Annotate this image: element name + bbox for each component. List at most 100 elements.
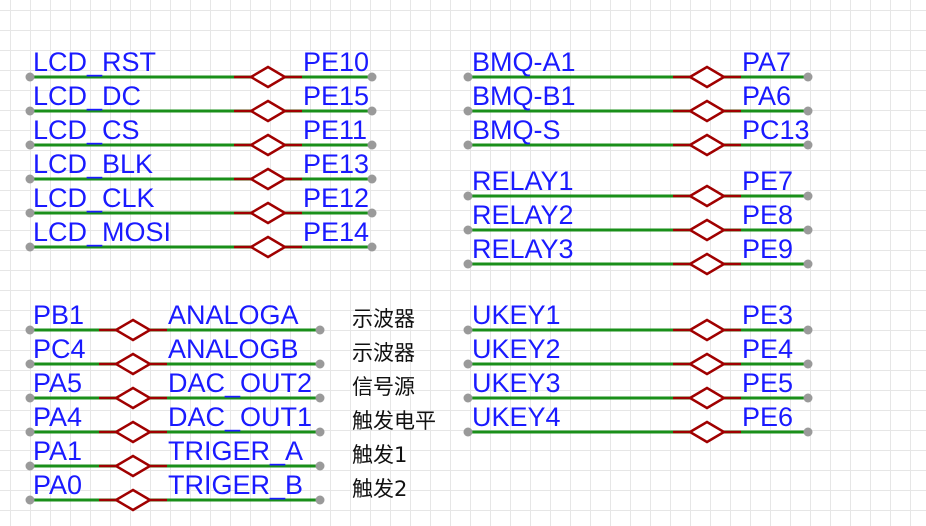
pin-end-left[interactable]: [25, 359, 35, 369]
pin-end-right[interactable]: [803, 191, 813, 201]
pin-end-left[interactable]: [25, 242, 35, 252]
net-port-diamond-icon[interactable]: [113, 488, 153, 512]
net-label-right: PA7: [742, 47, 791, 77]
pin-end-right[interactable]: [803, 259, 813, 269]
pin-end-right[interactable]: [367, 242, 377, 252]
net-port-diamond-icon[interactable]: [248, 99, 288, 123]
net-port-diamond-icon[interactable]: [687, 318, 727, 342]
pin-end-left[interactable]: [25, 325, 35, 335]
net-note: 示波器: [352, 341, 415, 365]
pin-end-right[interactable]: [315, 325, 325, 335]
net-label-right: PE14: [303, 217, 369, 247]
pin-end-left[interactable]: [463, 325, 473, 335]
pin-end-right[interactable]: [367, 208, 377, 218]
net-port-diamond-icon[interactable]: [248, 235, 288, 259]
net-label-right: PE10: [303, 47, 369, 77]
pin-end-right[interactable]: [803, 225, 813, 235]
net-label-right: PE3: [742, 300, 793, 330]
pin-end-right[interactable]: [315, 359, 325, 369]
pin-end-left[interactable]: [25, 140, 35, 150]
pin-end-left[interactable]: [25, 72, 35, 82]
pin-end-left[interactable]: [463, 191, 473, 201]
net-port-diamond-icon[interactable]: [113, 386, 153, 410]
pin-end-left[interactable]: [463, 106, 473, 116]
pin-end-right[interactable]: [367, 174, 377, 184]
pin-end-right[interactable]: [803, 393, 813, 403]
net-label-left: BMQ-S: [472, 115, 561, 145]
net-port-diamond-icon[interactable]: [687, 133, 727, 157]
net-label-left: BMQ-B1: [472, 81, 576, 111]
net-label-left: PA0: [33, 470, 82, 500]
pin-end-right[interactable]: [803, 325, 813, 335]
pin-end-left[interactable]: [463, 259, 473, 269]
pin-end-left[interactable]: [25, 461, 35, 471]
pin-end-right[interactable]: [315, 427, 325, 437]
net-port-diamond-icon[interactable]: [687, 420, 727, 444]
pin-end-left[interactable]: [463, 359, 473, 369]
pin-end-left[interactable]: [463, 72, 473, 82]
net-label-left: RELAY1: [472, 166, 574, 196]
pin-end-right[interactable]: [367, 106, 377, 116]
net-port-diamond-icon[interactable]: [248, 167, 288, 191]
pin-end-right[interactable]: [803, 140, 813, 150]
net-port-diamond-icon[interactable]: [113, 318, 153, 342]
pin-end-left[interactable]: [463, 225, 473, 235]
net-label-left: RELAY2: [472, 200, 574, 230]
net-label-left: LCD_CLK: [33, 183, 155, 213]
net-label-left: PA4: [33, 402, 82, 432]
net-port-diamond-icon[interactable]: [248, 65, 288, 89]
pin-end-right[interactable]: [803, 427, 813, 437]
net-port-diamond-icon[interactable]: [113, 420, 153, 444]
net-port-diamond-icon[interactable]: [113, 352, 153, 376]
net-port-diamond-icon[interactable]: [687, 218, 727, 242]
pin-end-left[interactable]: [25, 495, 35, 505]
net-port-diamond-icon[interactable]: [687, 184, 727, 208]
net-port-diamond-icon[interactable]: [687, 386, 727, 410]
net-label-left: PB1: [33, 300, 84, 330]
net-port-diamond-icon[interactable]: [113, 454, 153, 478]
pin-end-left[interactable]: [25, 208, 35, 218]
pin-end-left[interactable]: [25, 427, 35, 437]
pin-end-left[interactable]: [463, 427, 473, 437]
pin-end-right[interactable]: [803, 72, 813, 82]
pin-end-left[interactable]: [25, 106, 35, 116]
pin-end-right[interactable]: [315, 495, 325, 505]
pin-end-right[interactable]: [367, 72, 377, 82]
pin-end-right[interactable]: [315, 393, 325, 403]
pin-end-right[interactable]: [803, 106, 813, 116]
net-label-right: PE8: [742, 200, 793, 230]
net-port-diamond-icon[interactable]: [687, 65, 727, 89]
net-port-diamond-icon[interactable]: [687, 252, 727, 276]
net-port-diamond-icon[interactable]: [687, 99, 727, 123]
pin-end-right[interactable]: [367, 140, 377, 150]
net-note: 触发电平: [352, 409, 436, 433]
pin-end-left[interactable]: [25, 393, 35, 403]
pin-end-right[interactable]: [803, 359, 813, 369]
pin-end-right[interactable]: [315, 461, 325, 471]
net-row: RELAY2 PE8: [463, 200, 813, 242]
net-port-diamond-icon[interactable]: [248, 201, 288, 225]
net-note: 示波器: [352, 307, 415, 331]
pin-end-left[interactable]: [463, 393, 473, 403]
net-label-right: PE6: [742, 402, 793, 432]
pin-end-left[interactable]: [25, 174, 35, 184]
net-label-left: LCD_DC: [33, 81, 141, 111]
net-port-diamond-icon[interactable]: [248, 133, 288, 157]
net-label-right: PE13: [303, 149, 369, 179]
net-port-diamond-icon[interactable]: [687, 352, 727, 376]
pin-end-left[interactable]: [463, 140, 473, 150]
